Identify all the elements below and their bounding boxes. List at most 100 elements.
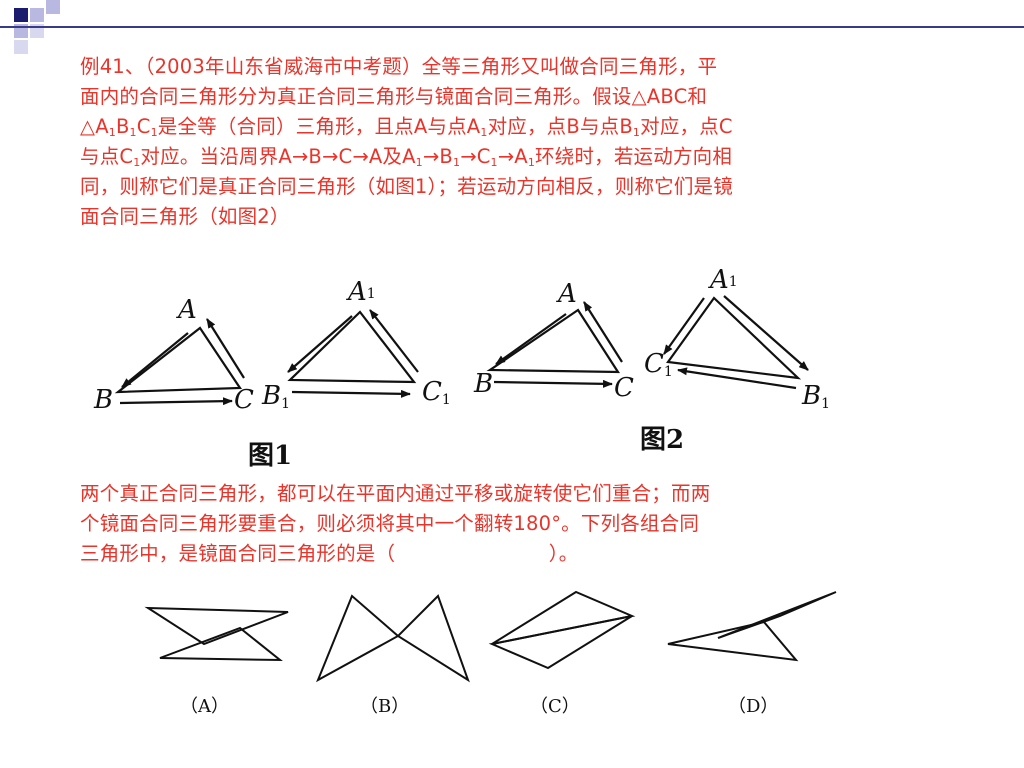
text-run: △A [80, 115, 109, 138]
label-c1: C1 [422, 377, 451, 408]
option-a-figure [144, 606, 289, 662]
arrow-a-to-b [495, 313, 567, 365]
label-b: B [93, 385, 113, 415]
option-c-triangle-1 [491, 590, 636, 645]
text-run: C [136, 115, 151, 138]
option-d-label: （D） [728, 696, 778, 717]
option-c-label: （C） [530, 696, 580, 717]
label-letter: A [346, 277, 367, 307]
arrow-a1-to-b1 [723, 295, 809, 371]
decor-square [30, 8, 44, 22]
example-line-3: △A1B1C1是全等（合同）三角形，且点A与点A1对应，点B与点B1对应，点C [80, 112, 960, 142]
label-letter: A [708, 265, 729, 295]
text-run: 是全等（合同）三角形，且点A与点A [157, 115, 481, 138]
option-b-label: （B） [360, 696, 409, 717]
label-a1: A1 [346, 277, 376, 307]
label-c1: C1 [644, 349, 673, 380]
example-line-1: 例41、（2003年山东省威海市中考题）全等三角形又叫做合同三角形，平 [80, 55, 718, 78]
arrow-b1-to-c1 [677, 367, 797, 390]
header-rule [0, 26, 1024, 28]
example-line-6: 面合同三角形（如图2） [80, 205, 290, 228]
label-b1: B1 [261, 381, 290, 412]
label-a1: A1 [708, 265, 738, 295]
subscript: 1 [527, 156, 536, 169]
example-line-4: 与点C1对应。当沿周界A→B→C→A及A1→B1→C1→A1环绕时，若运动方向相 [80, 142, 960, 172]
label-subscript: 1 [442, 392, 451, 408]
label-a: A [556, 279, 577, 309]
label-subscript: 1 [367, 286, 376, 302]
subscript: 1 [415, 156, 423, 169]
label-subscript: 1 [729, 274, 738, 290]
arrow-b-to-c [493, 379, 613, 388]
text-run: 对应。当沿周界A→B→C→A及A [140, 145, 416, 168]
question-line-3: 三角形中，是镜面合同三角形的是（ ）。 [80, 542, 579, 565]
decor-square [14, 8, 28, 22]
fig2-triangle-abc [486, 301, 623, 388]
text-run: →A [497, 145, 528, 168]
label-b1: B1 [801, 381, 830, 412]
label-c: C [614, 373, 634, 403]
arrow-c-to-a [583, 301, 623, 363]
option-a-label: （A） [180, 696, 229, 717]
text-run: 环绕时，若运动方向相 [535, 145, 733, 168]
label-b: B [473, 369, 493, 399]
arrow-b1-to-c1 [291, 389, 411, 398]
option-d-triangle-1 [667, 620, 799, 662]
fig2-triangle-a1b1c1 [663, 295, 809, 390]
example-line-2: 面内的合同三角形分为真正合同三角形与镜面合同三角形。假设△ABC和 [80, 85, 708, 108]
question-line-1: 两个真正合同三角形，都可以在平面内通过平移或旋转使它们重合；而两 [80, 482, 711, 505]
text-run: →C [460, 145, 491, 168]
label-a: A [176, 295, 197, 325]
decor-square [46, 0, 60, 14]
text-run: →B [422, 145, 453, 168]
question-paragraph: 两个真正合同三角形，都可以在平面内通过平移或旋转使它们重合；而两 个镜面合同三角… [80, 479, 960, 569]
label-subscript: 1 [664, 364, 673, 380]
subscript: 1 [150, 126, 158, 139]
arrow-a1-to-c1 [663, 297, 705, 355]
arrow-a-to-b [121, 332, 189, 388]
label-letter: C [644, 349, 664, 379]
option-d-figure [667, 591, 837, 662]
option-b-triangle-2 [396, 594, 470, 683]
text-run: B [115, 115, 130, 138]
example-paragraph: 例41、（2003年山东省威海市中考题）全等三角形又叫做合同三角形，平 面内的合… [80, 52, 960, 232]
option-a-triangle-2 [159, 626, 283, 662]
label-letter: B [801, 381, 821, 411]
subscript: 1 [129, 126, 137, 139]
option-b-figure [316, 594, 470, 683]
label-letter: B [261, 381, 281, 411]
arrow-c1-to-a1 [369, 309, 419, 373]
text-run: 对应，点B与点B [487, 115, 633, 138]
text-run: 对应，点C [640, 115, 733, 138]
fig1-triangle-abc [114, 318, 245, 406]
subscript: 1 [133, 156, 141, 169]
triangle-outline [486, 308, 621, 374]
option-b-triangle-1 [316, 594, 400, 683]
triangle-outline [666, 296, 802, 380]
triangle-outline [287, 310, 417, 384]
arrow-c-to-a [206, 318, 245, 379]
subscript: 1 [108, 126, 116, 139]
subscript: 1 [632, 126, 641, 139]
subscript: 1 [452, 156, 461, 169]
option-c-figure [488, 590, 636, 670]
label-c: C [234, 385, 254, 415]
arrow-b-to-c [119, 397, 233, 406]
fig1-triangle-a1b1c1 [287, 309, 419, 398]
subscript: 1 [490, 156, 498, 169]
option-c-triangle-2 [488, 615, 633, 670]
triangle-outline [114, 326, 243, 394]
option-a-triangle-1 [144, 606, 289, 646]
question-line-2: 个镜面合同三角形要重合，则必须将其中一个翻转180°。下列各组合同 [80, 512, 700, 535]
example-line-5: 同，则称它们是真正合同三角形（如图1）；若运动方向相反，则称它们是镜 [80, 175, 733, 198]
decor-square [14, 40, 28, 54]
label-subscript: 1 [281, 396, 290, 412]
option-d-triangle-2 [717, 591, 837, 639]
figure-2-caption: 图2 [640, 425, 684, 455]
label-subscript: 1 [821, 396, 830, 412]
figure-1-caption: 图1 [248, 441, 292, 471]
label-letter: C [422, 377, 442, 407]
arrow-a1-to-b1 [287, 315, 353, 373]
